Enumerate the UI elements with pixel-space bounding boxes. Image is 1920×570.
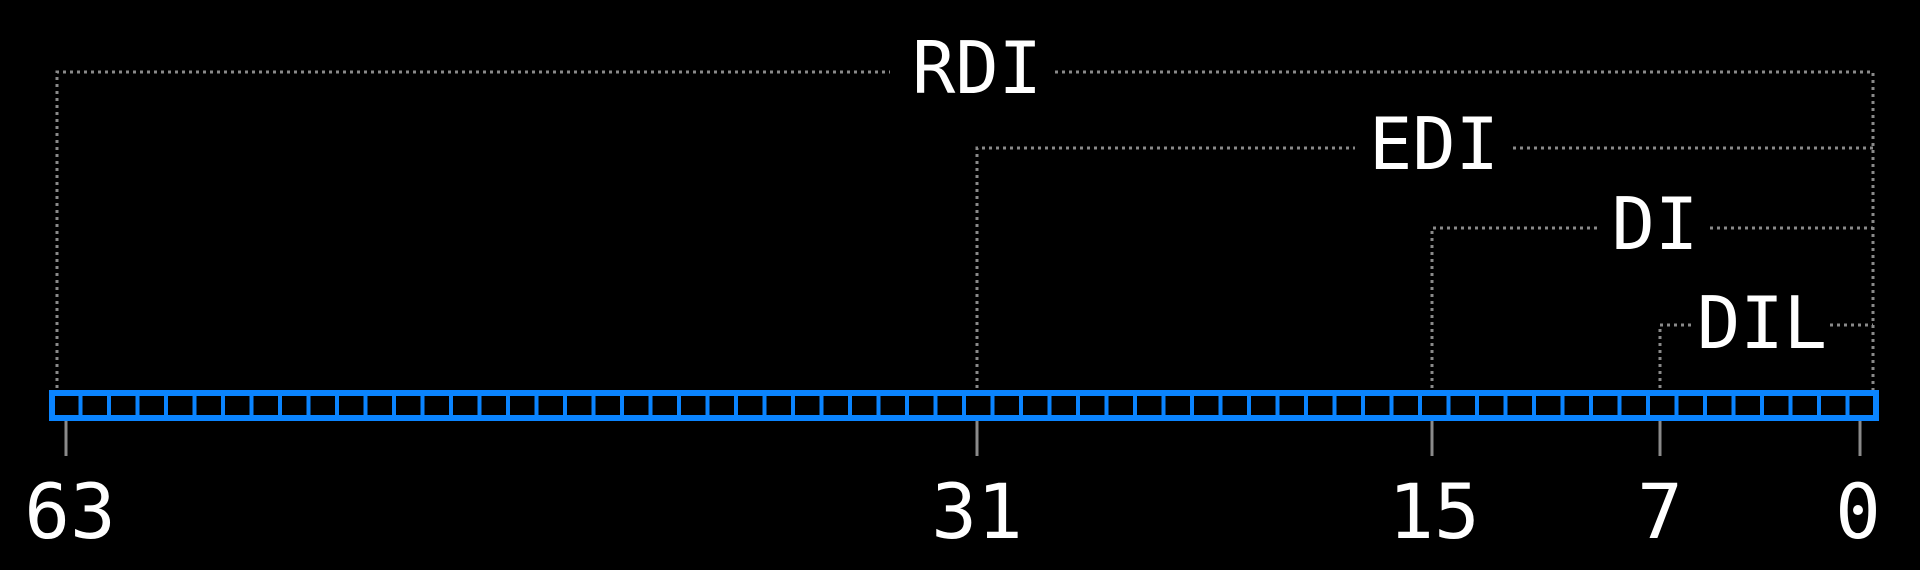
bit-cell [1076, 391, 1109, 420]
bit-cell [876, 391, 909, 420]
di-bracket-left [1430, 226, 1600, 395]
bit-cell [1247, 391, 1280, 420]
bit-label-63: 63 [24, 467, 116, 556]
bit-cell [1275, 391, 1308, 420]
edi-label: EDI [1369, 102, 1499, 186]
bit-cell [677, 391, 710, 420]
bit-cell [363, 391, 396, 420]
bit-cell [1418, 391, 1451, 420]
bit-label-7: 7 [1637, 467, 1683, 556]
bit-cell [1646, 391, 1679, 420]
bit-label-15: 15 [1388, 467, 1480, 556]
bit-cell [1047, 391, 1080, 420]
bit-strip [50, 391, 1878, 420]
bit-cell [164, 391, 197, 420]
bit-cell [933, 391, 966, 420]
bit-cell [1731, 391, 1764, 420]
bit-label-31: 31 [931, 467, 1023, 556]
bit-position-labels: 63 31 15 7 0 [24, 467, 1881, 556]
bit-cell [534, 391, 567, 420]
bit-cell [1503, 391, 1536, 420]
bit-cell [192, 391, 225, 420]
bit-cell [705, 391, 738, 420]
bit-cell [1845, 391, 1878, 420]
bit-cell [477, 391, 510, 420]
bit-cell [848, 391, 881, 420]
register-names: RDI EDI DI DIL [912, 26, 1827, 365]
bit-cell [1532, 391, 1565, 420]
bit-cell [734, 391, 767, 420]
bit-cell [591, 391, 624, 420]
rdi-bracket-left [55, 70, 890, 395]
bit-cell [1133, 391, 1166, 420]
di-label: DI [1612, 182, 1699, 266]
bit-cell [1788, 391, 1821, 420]
bit-cell [1674, 391, 1707, 420]
rdi-label: RDI [912, 26, 1042, 110]
bit-strip-outline [49, 390, 1879, 421]
bit-cell [1617, 391, 1650, 420]
bit-cell [50, 391, 83, 420]
bit-cell [1104, 391, 1137, 420]
dil-label: DIL [1697, 281, 1827, 365]
bit-cell [1446, 391, 1479, 420]
bit-cell [1361, 391, 1394, 420]
dil-bracket-left [1658, 323, 1695, 395]
bit-cell [1760, 391, 1793, 420]
bit-cell [620, 391, 653, 420]
bit-cell [905, 391, 938, 420]
bracket-guides [55, 70, 1875, 395]
bit-cell [249, 391, 282, 420]
bit-cell [420, 391, 453, 420]
bit-ticks [64, 421, 1862, 456]
bit-cell [962, 391, 995, 420]
bit-cell [819, 391, 852, 420]
bit-cell [78, 391, 111, 420]
bit-cell [506, 391, 539, 420]
bit-cell [1332, 391, 1365, 420]
bit-cell [648, 391, 681, 420]
bit-cell [1817, 391, 1850, 420]
bit-cell [1019, 391, 1052, 420]
bit-cell [1304, 391, 1337, 420]
bit-cell [135, 391, 168, 420]
edi-bracket-left [975, 146, 1355, 395]
bit-cell [221, 391, 254, 420]
bit-cell [449, 391, 482, 420]
bit-cell [791, 391, 824, 420]
bit-cell [990, 391, 1023, 420]
bit-cell [1475, 391, 1508, 420]
bit-cell [762, 391, 795, 420]
bit-cell [306, 391, 339, 420]
bit-label-0: 0 [1835, 467, 1881, 556]
bit-cell [1161, 391, 1194, 420]
bit-cell [392, 391, 425, 420]
bit-cell [278, 391, 311, 420]
bit-cell [335, 391, 368, 420]
bit-cell [107, 391, 140, 420]
bit-cell [1218, 391, 1251, 420]
bit-cell [1560, 391, 1593, 420]
bit-cell [1389, 391, 1422, 420]
bit-cell [1190, 391, 1223, 420]
bit-cell [1703, 391, 1736, 420]
bit-cell [1589, 391, 1622, 420]
bit-cell [563, 391, 596, 420]
